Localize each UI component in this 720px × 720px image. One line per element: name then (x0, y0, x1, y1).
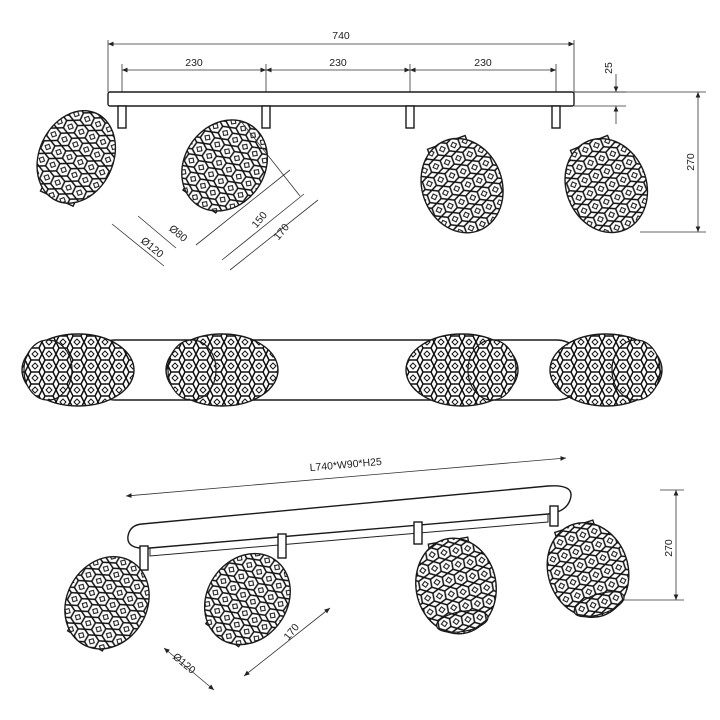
dim-spacing-2: 230 (329, 57, 347, 69)
dim-overall-size: L740*W90*H25 (309, 456, 382, 474)
dim-spacing-3: 230 (474, 57, 492, 69)
front-spot-3 (420, 134, 504, 234)
dim-iso-shade-length: 170 (281, 621, 302, 642)
top-view (21, 333, 663, 407)
dim-spacing-1: 230 (185, 57, 203, 69)
iso-spot-1 (64, 555, 150, 652)
dim-bar-thickness: 25 (603, 62, 615, 74)
top-spot-2 (165, 333, 279, 407)
dim-front-height: 270 (685, 153, 697, 171)
top-spot-4 (549, 333, 663, 407)
top-spot-3 (405, 333, 519, 407)
front-spot-4 (564, 134, 649, 234)
front-mounting-bar (107, 91, 575, 107)
dim-total-length: 740 (332, 30, 350, 42)
iso-spot-4 (546, 519, 630, 618)
dim-iso-height: 270 (663, 539, 675, 557)
dim-shade-inner-diameter: Ø80 (166, 223, 189, 245)
front-spot-2 (181, 119, 269, 214)
front-view: 740 230 230 230 25 270 (36, 30, 706, 271)
dim-shade-length-short: 150 (249, 209, 270, 230)
front-spot-1 (36, 110, 117, 208)
iso-stems (139, 505, 559, 571)
isometric-view: L740*W90*H25 270 (64, 456, 684, 691)
front-stems (117, 105, 561, 129)
dim-shade-length-long: 170 (271, 221, 292, 242)
top-spot-1 (21, 333, 135, 407)
iso-spot-3 (415, 536, 497, 635)
